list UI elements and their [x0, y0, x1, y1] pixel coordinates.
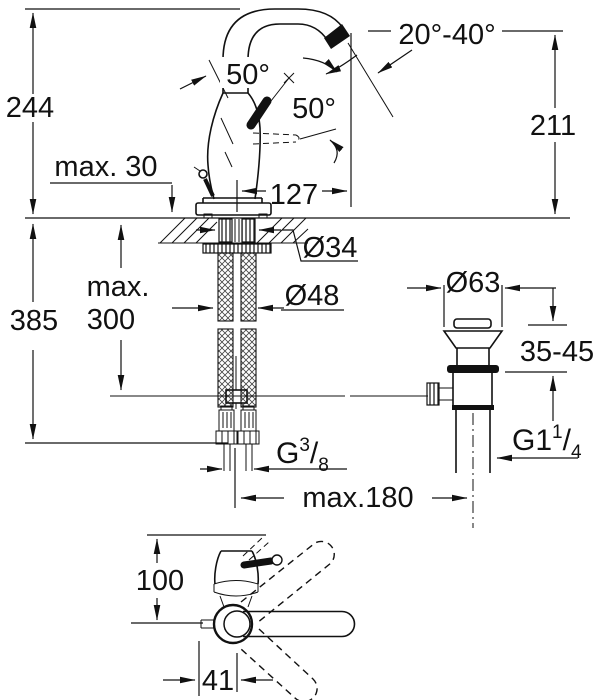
hose-thread-denominator: 8 [318, 455, 329, 476]
dim-100-reference-lines [131, 534, 266, 624]
label-max-hose-line1: max. [87, 271, 150, 303]
label-top-view-depth: 100 [136, 565, 184, 597]
spout-outer-curve [222, 8, 344, 93]
label-handle-swing-angle: 50° [292, 93, 336, 125]
waste-body [452, 373, 493, 406]
label-waste-flange-diameter: Ø63 [446, 267, 501, 299]
dim-41-extension-lines [198, 641, 238, 696]
label-bg-d63 [446, 270, 500, 295]
handle-axis-line [259, 77, 290, 116]
handle-lowered-dashed [252, 132, 300, 145]
shank-left [218, 218, 233, 243]
outlet-angle-reference-line [347, 42, 394, 118]
dim-50-lower-arc-arrow [329, 139, 344, 164]
mounting-washer [202, 243, 272, 254]
pull-rod-channel [234, 219, 240, 242]
hose-thread-numerator: 3 [299, 435, 310, 456]
handle-lever [246, 96, 272, 130]
base-foot-left [203, 213, 213, 219]
dim-50-upper-arc [325, 54, 358, 75]
base-top-step [202, 197, 263, 203]
rod-knob-neck [439, 387, 453, 401]
hose-thread-slash: / [310, 437, 319, 470]
popup-waste-assembly [426, 318, 504, 528]
hose-left-lower [217, 328, 234, 408]
base-escutcheon [195, 202, 272, 216]
topview-spout-solid [243, 610, 356, 638]
label-base-diameter: Ø48 [285, 280, 340, 312]
waste-plug-cap [453, 318, 492, 329]
waste-thread-slash: / [563, 424, 572, 457]
pull-rod-knob [198, 169, 208, 179]
pull-rod-knob-stem [203, 178, 215, 197]
dimension-lines [29, 12, 578, 696]
hose-left-upper [217, 252, 234, 322]
label-shank-hole-diameter: Ø34 [303, 232, 358, 264]
body-highlight-lines [220, 117, 234, 168]
body-right-edge [247, 92, 261, 200]
topview-handle-dashed [242, 536, 270, 561]
spout-stream-arc-arrow [302, 57, 338, 73]
waste-flange-cone [442, 330, 504, 349]
topview-handle [240, 557, 275, 569]
label-spout-reach: 127 [270, 179, 318, 211]
dim-2040-leader-arrow [377, 49, 413, 74]
dim-3545-reference-lines [505, 324, 567, 373]
topview-body [213, 550, 260, 585]
waste-upper-cylinder [456, 348, 490, 365]
hose-right-lower [240, 328, 257, 408]
hose-connector-left [215, 405, 238, 471]
topview-spout-hub [223, 610, 251, 638]
topview-body-joint [213, 580, 259, 608]
topview-swivel-ring [212, 603, 254, 645]
waste-thread-numerator: 1 [552, 422, 563, 443]
label-total-below-height: 385 [10, 305, 58, 337]
label-waste-thread: G11/4 [512, 422, 582, 463]
base-foot-right [258, 213, 268, 219]
dimension-labels: 244 max. 30 385 max. 300 50° 50° 20°-40°… [6, 19, 594, 697]
waste-thread-prefix: G1 [512, 424, 552, 457]
label-handle-open-angle: 50° [226, 59, 270, 91]
waste-thread-denominator: 4 [571, 442, 582, 463]
waste-threaded-pipe [455, 410, 491, 473]
reference-lines [25, 8, 570, 444]
label-max-drain-offset: max.180 [302, 482, 413, 514]
label-max-hose-line2: 300 [87, 304, 135, 336]
hose-thread-prefix: G [276, 437, 299, 470]
spout-inner-curve [247, 23, 329, 93]
shank-right [241, 218, 256, 243]
handle-axis-cross-marker [283, 72, 295, 84]
dim-d63-extension-lines [443, 285, 503, 327]
waste-body-band [452, 405, 494, 410]
label-bg-2040 [391, 20, 501, 47]
label-spout-outlet-angle: 20°-40° [398, 19, 495, 51]
label-basin-thickness-range: 35-45 [520, 336, 594, 368]
label-hose-thread: G3/8 [276, 435, 329, 476]
label-spout-axis-offset: 41 [202, 665, 234, 697]
rod-knurled-knob [426, 382, 440, 406]
handle-lowered-axis-line [299, 128, 337, 140]
dim-d34-leader [282, 229, 358, 262]
body-left-edge [206, 92, 224, 200]
topview-spout-swivel-down [240, 628, 318, 700]
dim-50-upper-arrow [179, 75, 207, 90]
waste-gasket [447, 365, 499, 373]
topview-handle-knob [271, 554, 283, 566]
label-overall-height: 244 [6, 92, 54, 124]
dim-50-upper-tick [208, 59, 229, 99]
hose-right-upper [240, 252, 257, 322]
topview-spout-swivel-up [240, 540, 335, 624]
pull-rod-knob-tip [193, 166, 201, 172]
label-bg-50-upper [220, 57, 278, 88]
spout-outlet-tip [324, 24, 350, 49]
hose-connector-right [237, 405, 260, 471]
topview-side-stub [200, 619, 215, 629]
label-max-deck-thickness: max. 30 [54, 151, 157, 183]
label-outlet-height: 211 [530, 110, 576, 142]
